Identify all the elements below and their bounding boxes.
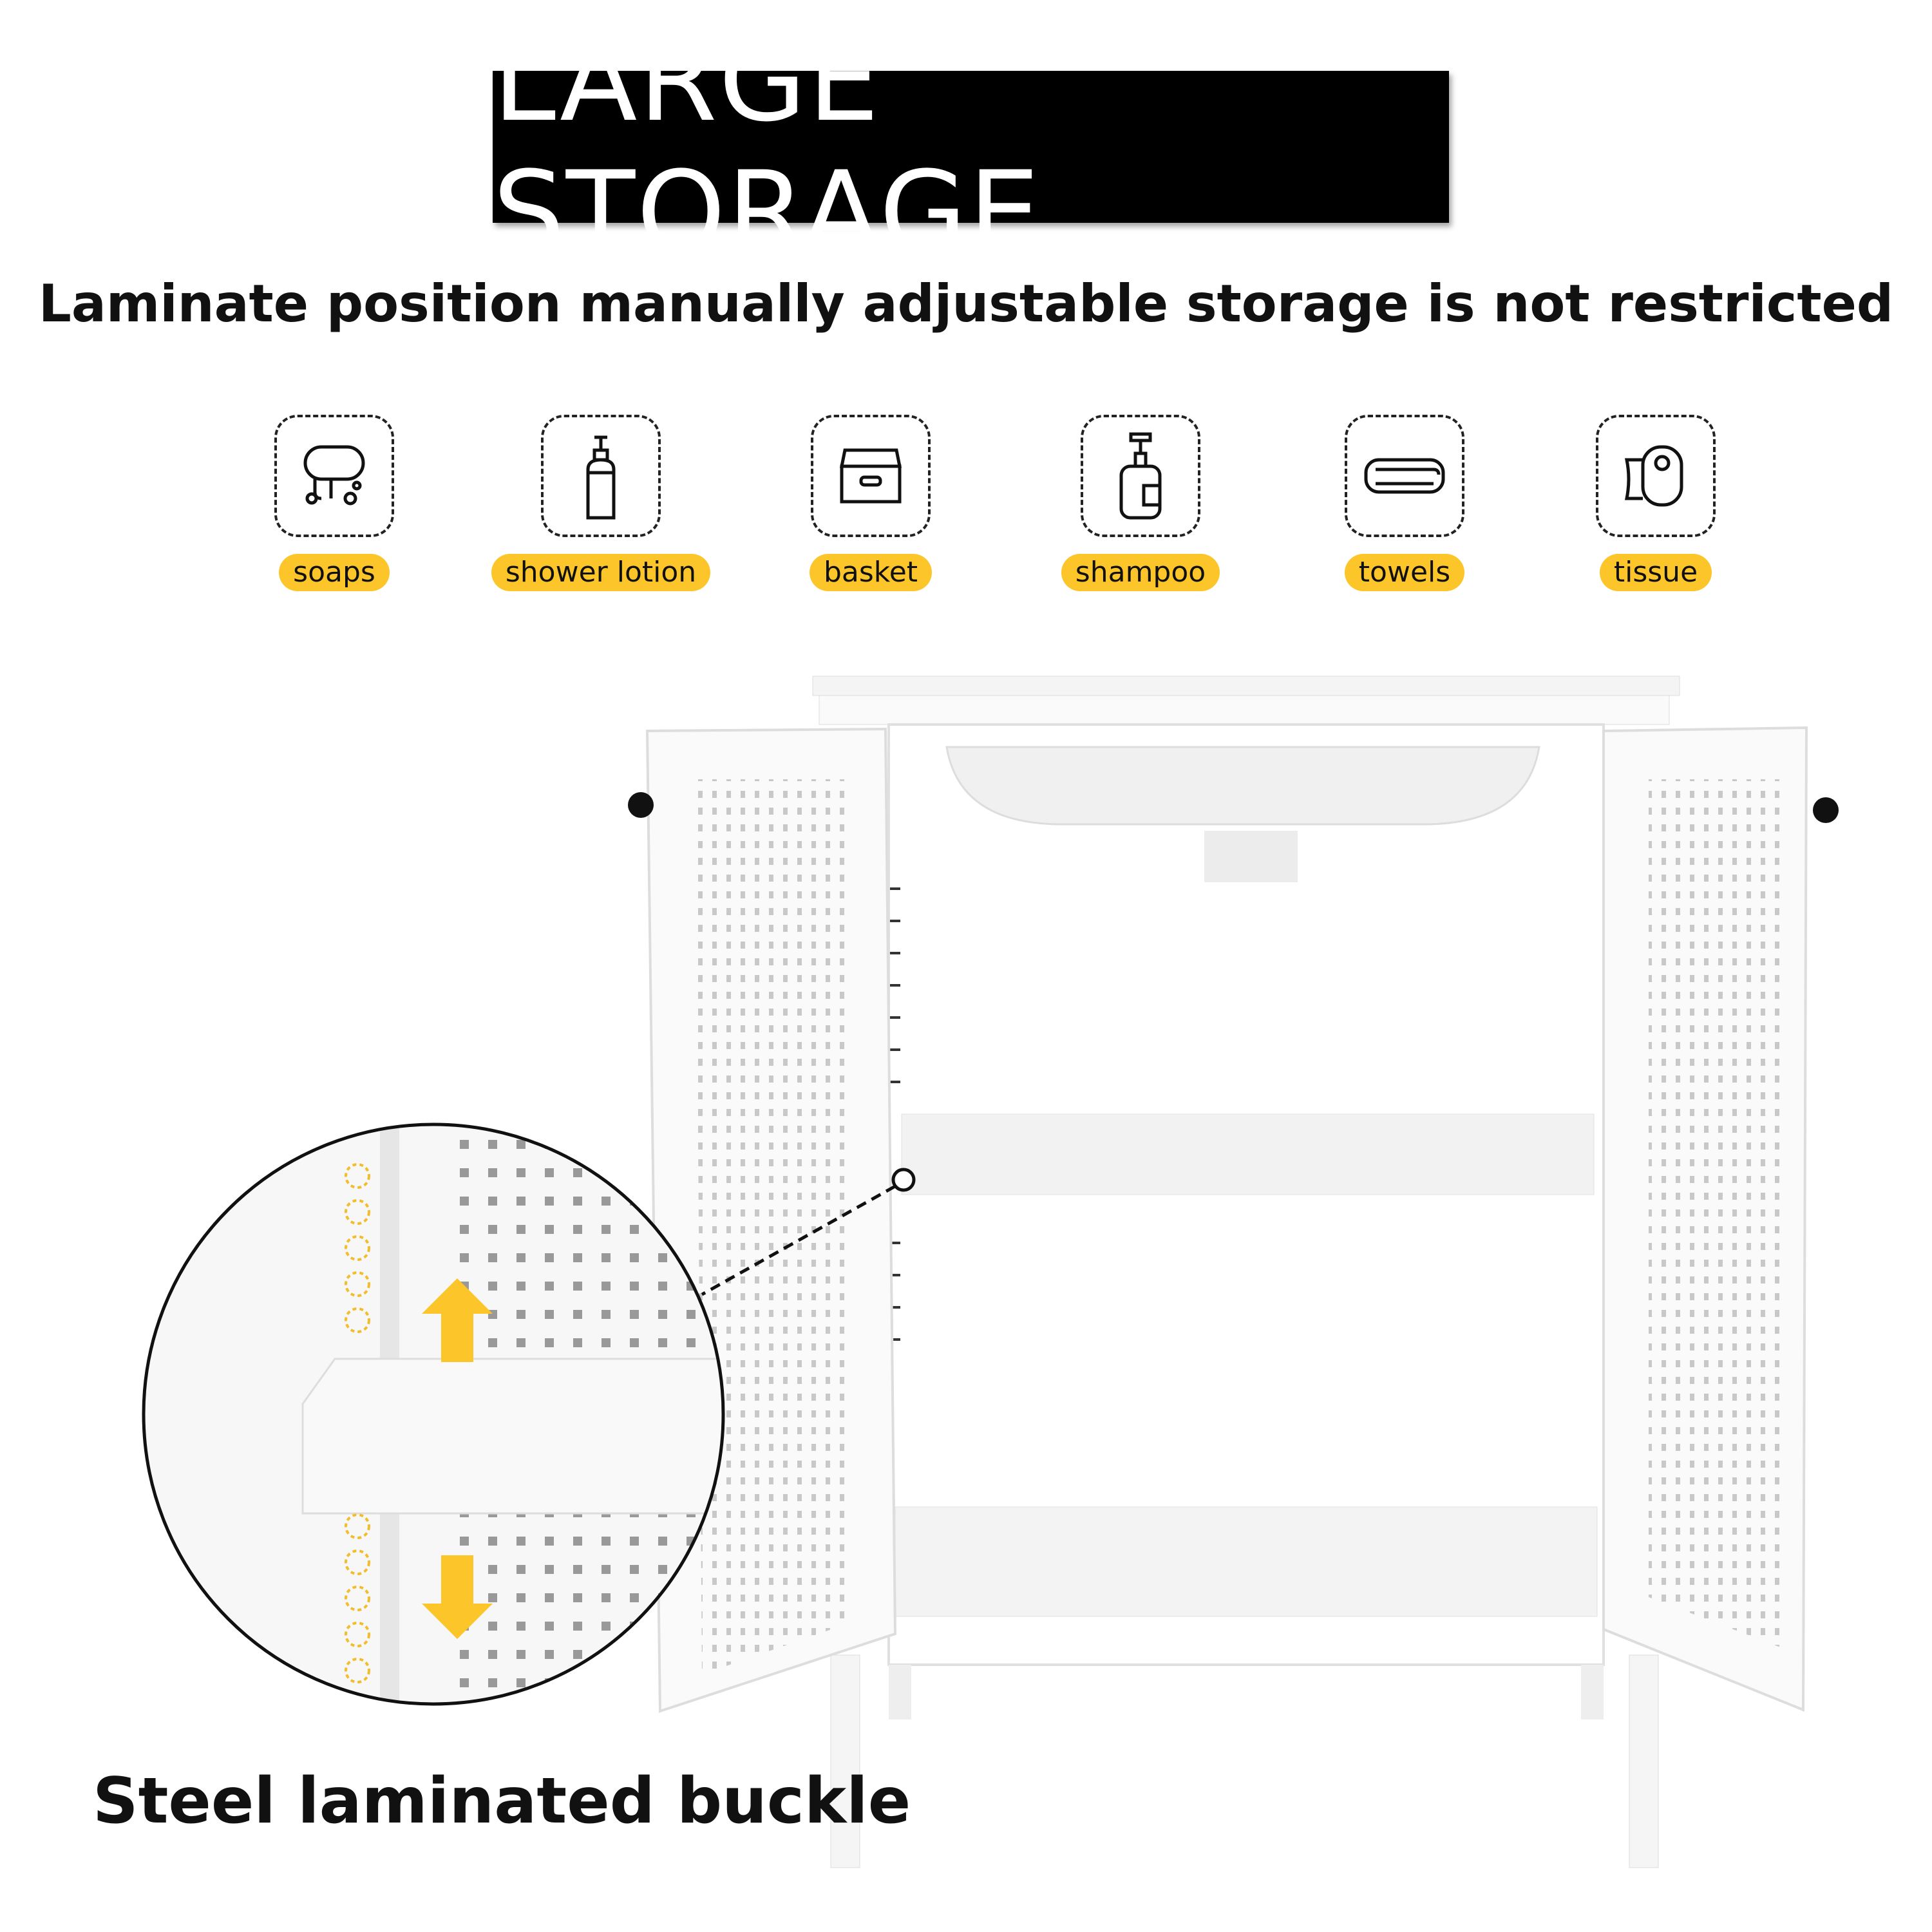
left-knob (628, 792, 654, 818)
detail-label: Steel laminated buckle (93, 1765, 911, 1838)
item-tissue: tissue (1559, 415, 1752, 591)
sink-basin (945, 746, 1540, 826)
item-basket: basket (774, 415, 967, 591)
towel-icon (1345, 415, 1464, 537)
page-title: LARGE STORAGE (493, 15, 1041, 279)
right-knob (1813, 797, 1839, 823)
leg (1629, 1654, 1659, 1868)
item-label: shower lotion (491, 554, 711, 591)
shelf (901, 1113, 1595, 1195)
soap-icon (274, 415, 394, 537)
item-shampoo: shampoo (1044, 415, 1237, 591)
item-label: tissue (1599, 554, 1712, 591)
drain-pipe (1204, 831, 1298, 882)
cabinet-top (812, 676, 1680, 696)
title-banner: LARGE STORAGE (493, 15, 1449, 279)
item-label: shampoo (1061, 554, 1220, 591)
item-label: towels (1344, 554, 1465, 591)
item-towels: towels (1308, 415, 1501, 591)
bottom-shelf (895, 1506, 1598, 1617)
arrow-up-icon (422, 1278, 493, 1362)
callout-point (891, 1168, 916, 1192)
item-shower-lotion: shower lotion (491, 415, 711, 591)
arrow-down-icon (422, 1555, 493, 1639)
lotion-bottle-icon (541, 415, 661, 537)
item-label: soaps (279, 554, 390, 591)
shampoo-bottle-icon (1081, 415, 1200, 537)
leg (830, 1654, 860, 1868)
item-soaps: soaps (238, 415, 431, 591)
subtitle: Laminate position manually adjustable st… (38, 274, 1894, 334)
tissue-roll-icon (1596, 415, 1716, 537)
basket-icon (811, 415, 931, 537)
item-label: basket (809, 554, 933, 591)
